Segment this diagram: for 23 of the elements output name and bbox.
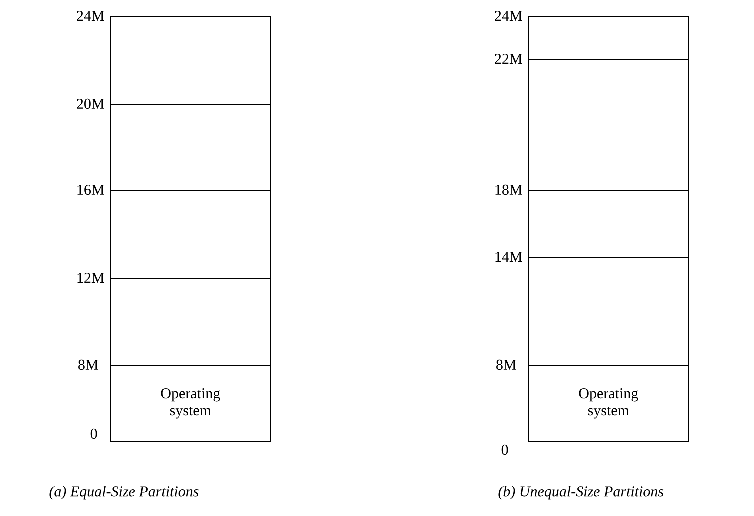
address-label: 14M: [496, 252, 522, 262]
address-label: 0: [502, 444, 508, 456]
address-label: 24M: [77, 11, 104, 21]
caption: (a) Equal-Size Partitions: [50, 486, 199, 500]
memory-partition: [528, 190, 690, 258]
memory-partition: [110, 104, 272, 192]
memory-partition: Operating system: [110, 365, 272, 442]
memory-partition: [110, 278, 272, 366]
memory-partition: [528, 59, 690, 192]
address-label: 8M: [496, 360, 516, 370]
address-label: 18M: [496, 184, 522, 196]
address-label: 8M: [78, 360, 98, 370]
memory-partition: [110, 16, 272, 106]
address-label: 16M: [78, 184, 104, 196]
memory-partition: [528, 257, 690, 366]
address-label: 22M: [495, 54, 522, 64]
address-label: 24M: [495, 11, 522, 21]
address-label: 20M: [77, 98, 104, 110]
address-label: 12M: [78, 273, 104, 283]
caption: (b) Unequal-Size Partitions: [498, 486, 664, 500]
memory-partition: [528, 16, 690, 60]
memory-partition: Operating system: [528, 365, 690, 442]
memory-partition: [110, 190, 272, 280]
